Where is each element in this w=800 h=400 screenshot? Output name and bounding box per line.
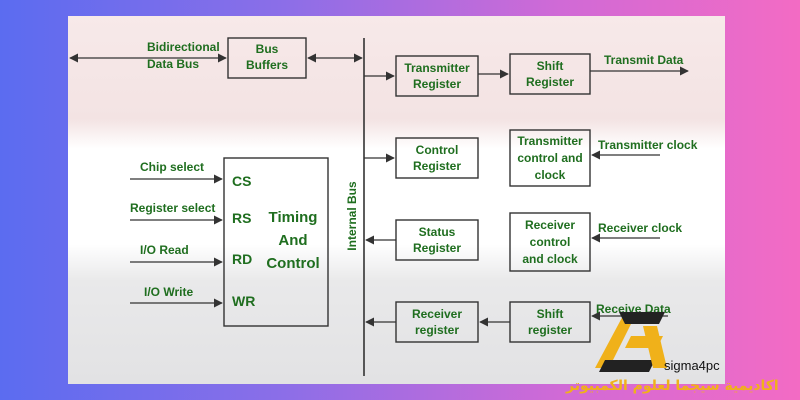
transmitter-control-label-2: control and xyxy=(517,151,582,165)
receiver-control-label-1: Receiver xyxy=(525,218,575,232)
receiver-control-box xyxy=(509,212,591,272)
shift-register-top-label-2: Register xyxy=(526,75,574,89)
block-diagram: Bidirectional Data Bus Bus Buffers Inter… xyxy=(69,37,698,376)
transmitter-control-label-1: Transmitter xyxy=(517,134,583,148)
pin-cs-label: CS xyxy=(232,173,251,189)
pin-rd-label: RD xyxy=(232,251,252,267)
diagram-card: Bidirectional Data Bus Bus Buffers Inter… xyxy=(68,16,725,384)
io-read-label: I/O Read xyxy=(140,243,189,257)
receiver-register-label-1: Receiver xyxy=(412,307,462,321)
transmitter-control-label-3: clock xyxy=(535,168,566,182)
control-register-label-1: Control xyxy=(416,143,459,157)
receiver-register-box xyxy=(395,301,479,343)
transmit-data-label: Transmit Data xyxy=(604,53,684,67)
bus-buffers-box xyxy=(227,37,307,79)
brand-tagline: اكاديمية سيجما لعلوم الكمبيوتر xyxy=(566,378,779,394)
control-register-label-2: Register xyxy=(413,159,461,173)
shift-register-top-box xyxy=(509,53,591,95)
receiver-control-label-2: control xyxy=(530,235,571,249)
pin-rs-label: RS xyxy=(232,210,251,226)
internal-bus-label: Internal Bus xyxy=(345,181,359,251)
timing-label-2: And xyxy=(278,232,307,249)
bidirectional-label-1: Bidirectional xyxy=(147,40,220,54)
status-register-label-2: Register xyxy=(413,241,461,255)
transmitter-control-box xyxy=(509,129,591,187)
shift-register-bottom-box xyxy=(509,301,591,343)
receiver-control-label-3: and clock xyxy=(522,252,578,266)
timing-control-box xyxy=(223,157,329,327)
transmitter-clock-label: Transmitter clock xyxy=(598,138,698,152)
chip-select-label: Chip select xyxy=(140,160,204,174)
brand-name: sigma4pc xyxy=(664,358,720,373)
register-select-label: Register select xyxy=(130,201,215,215)
control-register-box xyxy=(395,137,479,179)
receiver-clock-label: Receiver clock xyxy=(598,221,682,235)
shift-register-bottom-label-1: Shift xyxy=(537,307,564,321)
bus-buffers-label-2: Buffers xyxy=(246,58,288,72)
transmitter-register-label-1: Transmitter xyxy=(404,61,470,75)
transmitter-register-box xyxy=(395,55,479,97)
bus-buffers-label-1: Bus xyxy=(256,42,279,56)
transmitter-register-label-2: Register xyxy=(413,77,461,91)
sigma4pc-logo-icon xyxy=(595,312,667,372)
timing-label-3: Control xyxy=(266,255,319,272)
bidirectional-label-2: Data Bus xyxy=(147,57,199,71)
io-write-label: I/O Write xyxy=(144,285,193,299)
pin-wr-label: WR xyxy=(232,293,255,309)
shift-register-top-label-1: Shift xyxy=(537,59,564,73)
timing-label-1: Timing xyxy=(269,209,318,226)
receiver-register-label-2: register xyxy=(415,323,459,337)
shift-register-bottom-label-2: register xyxy=(528,323,572,337)
status-register-box xyxy=(395,219,479,261)
status-register-label-1: Status xyxy=(419,225,456,239)
